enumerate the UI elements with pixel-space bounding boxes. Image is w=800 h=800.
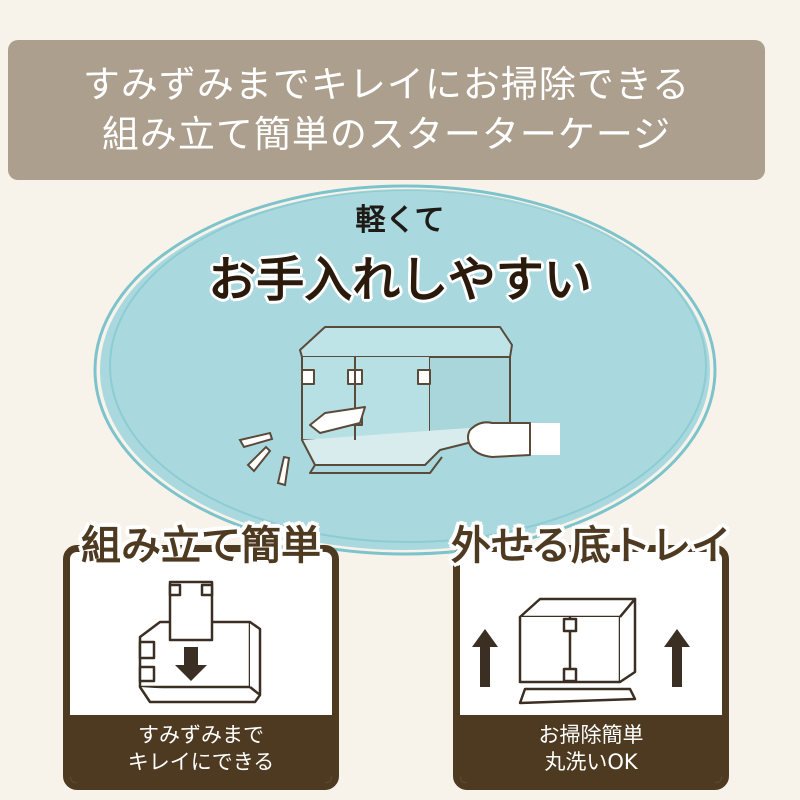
card-left-caption-line-2: キレイにできる xyxy=(127,750,275,774)
removable-tray-illustration xyxy=(472,597,690,705)
card-right-caption-line-2: 丸洗いOK xyxy=(544,750,638,774)
card-right-caption-line-1: お掃除簡単 xyxy=(538,723,644,747)
headline-small: 軽くて xyxy=(355,203,445,238)
card-right-caption: お掃除簡単 丸洗いOK xyxy=(460,715,722,783)
assembly-illustration xyxy=(138,580,262,704)
card-left-title: 組み立て簡単 xyxy=(81,523,321,569)
header-banner: すみずみまでキレイにお掃除できる 組み立て簡単のスターターケージ xyxy=(8,40,765,180)
banner-line-2: 組み立て簡単のスターターケージ xyxy=(101,113,672,156)
card-left-caption-line-1: すみずみまで xyxy=(138,723,264,747)
card-removable-tray: お掃除簡単 丸洗いOK xyxy=(453,545,729,790)
cage-with-hand-illustration xyxy=(238,326,560,487)
banner-line-1: すみずみまでキレイにお掃除できる xyxy=(82,63,691,106)
headline-big: お手入れしやすい xyxy=(208,252,592,308)
card-left-caption: すみずみまで キレイにできる xyxy=(70,715,332,783)
card-easy-assembly: すみずみまで キレイにできる xyxy=(63,545,339,790)
card-right-title: 外せる底トレイ xyxy=(451,523,731,569)
